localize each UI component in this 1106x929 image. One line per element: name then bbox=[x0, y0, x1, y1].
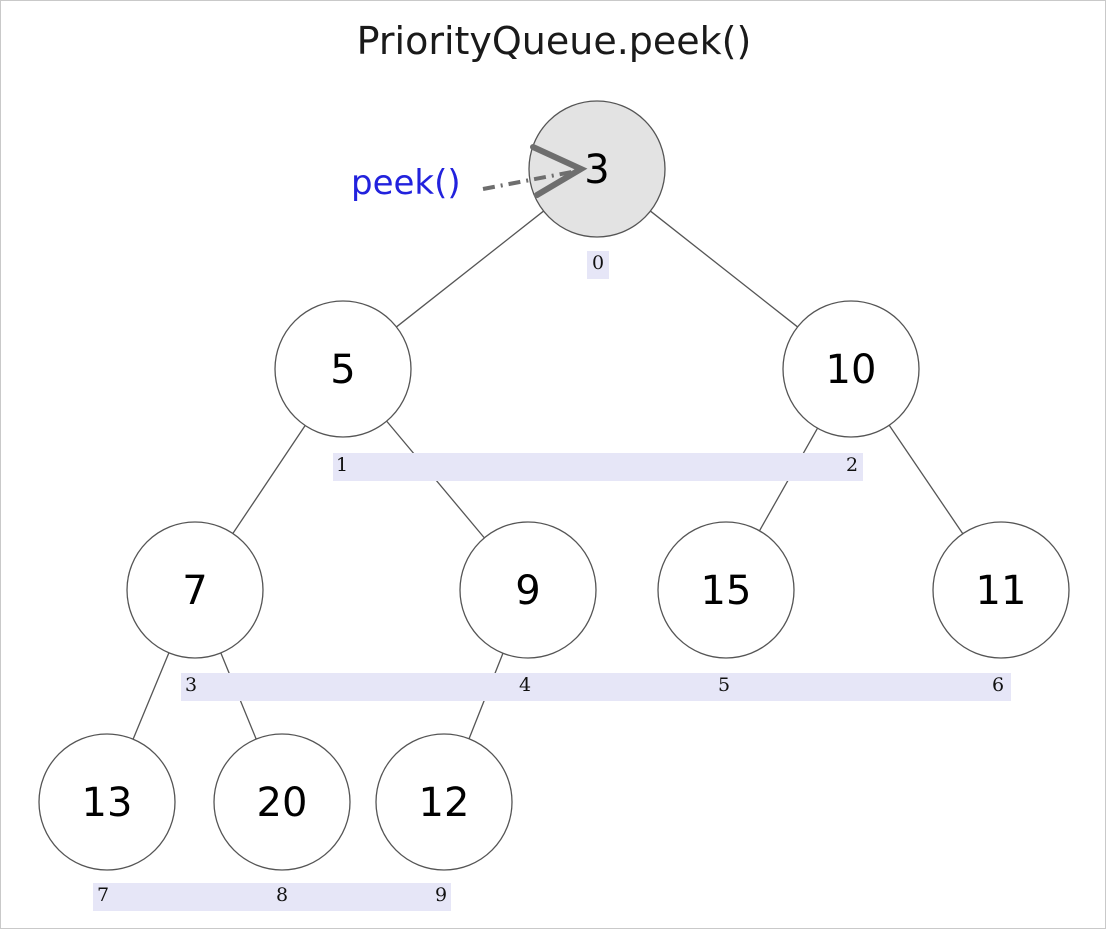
tree-node-circle[interactable] bbox=[38, 733, 176, 871]
array-index-label: 6 bbox=[991, 674, 1005, 696]
array-index-label: 4 bbox=[518, 674, 532, 696]
peek-arrow-shaft bbox=[482, 169, 578, 191]
array-index-label: 1 bbox=[335, 454, 349, 476]
tree-node-circle[interactable] bbox=[126, 521, 264, 659]
tree-node-circle[interactable] bbox=[459, 521, 597, 659]
tree-node-circle[interactable] bbox=[274, 300, 412, 438]
array-index-label: 2 bbox=[845, 454, 859, 476]
array-index-label: 7 bbox=[96, 884, 110, 906]
array-index-label: 8 bbox=[275, 884, 289, 906]
array-index-band bbox=[93, 883, 451, 911]
tree-node-circle[interactable] bbox=[657, 521, 795, 659]
tree-node-circle[interactable] bbox=[932, 521, 1070, 659]
peek-annotation-label: peek() bbox=[351, 163, 461, 203]
tree-node-circle[interactable] bbox=[375, 733, 513, 871]
array-index-label: 5 bbox=[717, 674, 731, 696]
tree-edge bbox=[650, 210, 798, 328]
tree-edge bbox=[888, 424, 964, 535]
array-index-band bbox=[587, 251, 609, 279]
peek-arrow-head bbox=[530, 144, 588, 198]
array-index-label: 3 bbox=[184, 674, 198, 696]
page-title: PriorityQueue.peek() bbox=[356, 19, 752, 63]
tree-edge bbox=[232, 425, 306, 534]
tree-edge bbox=[132, 652, 170, 740]
array-index-label: 9 bbox=[434, 884, 448, 906]
array-index-label: 0 bbox=[591, 252, 605, 274]
tree-node-circle[interactable] bbox=[213, 733, 351, 871]
tree-node-circle[interactable] bbox=[782, 300, 920, 438]
array-index-band bbox=[181, 673, 1011, 701]
tree-edge bbox=[396, 210, 544, 328]
tree-node-circle[interactable] bbox=[528, 100, 666, 238]
array-index-band bbox=[333, 453, 863, 481]
